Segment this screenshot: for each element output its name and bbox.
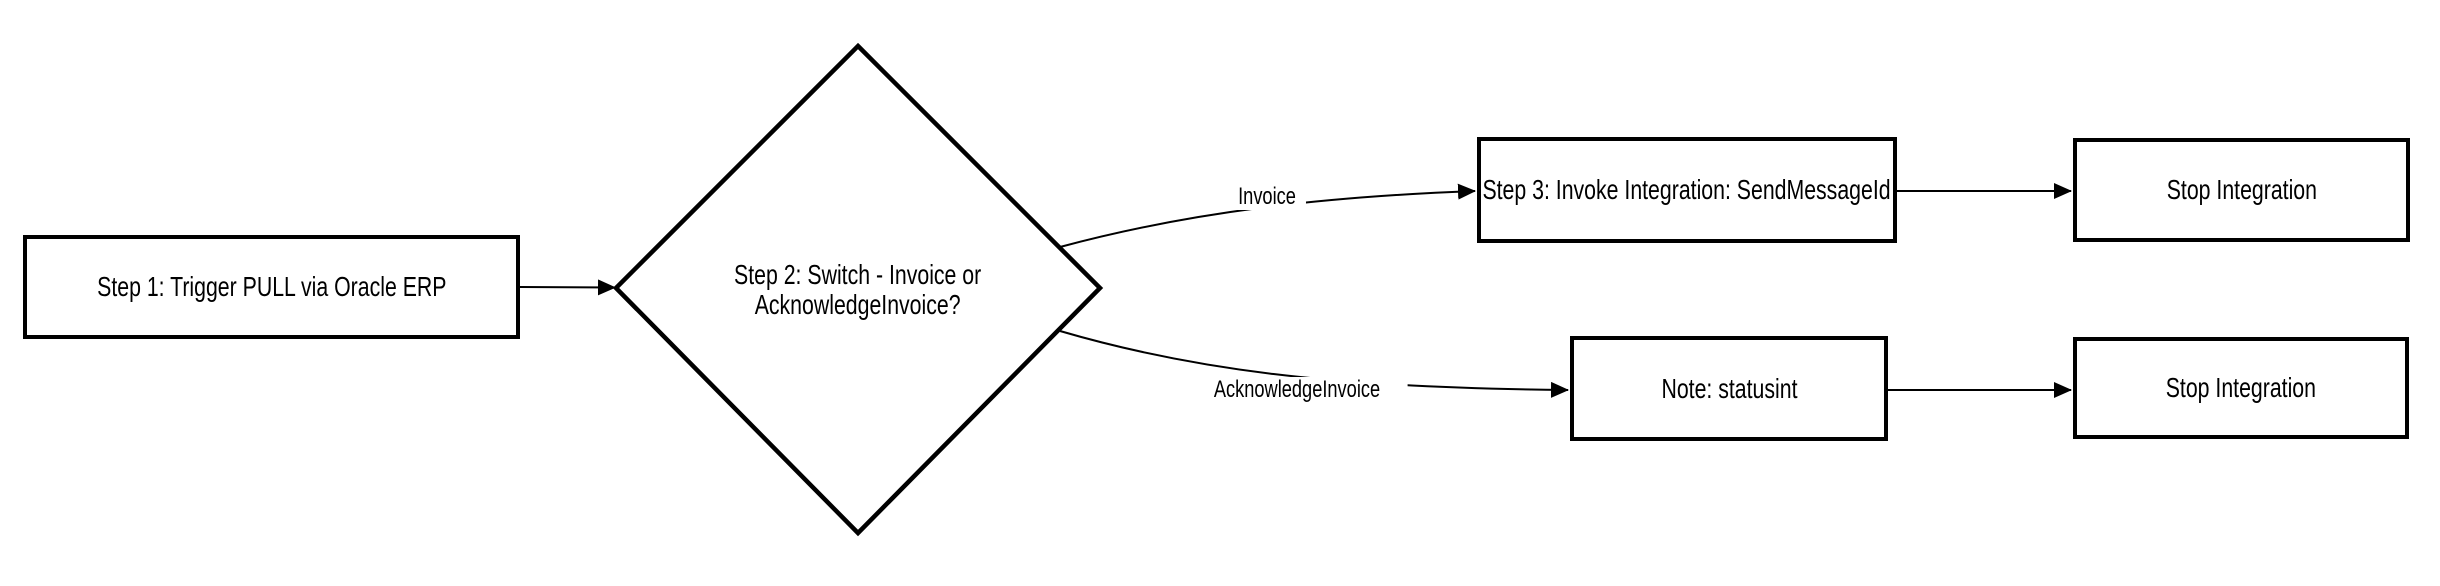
node-stop-integration-bottom: Stop Integration (2073, 337, 2409, 439)
node-stop-integration-top-label: Stop Integration (2166, 174, 2317, 205)
node-stop-integration-top: Stop Integration (2073, 138, 2410, 242)
node-step3-label: Step 3: Invoke Integration: SendMessageI… (1482, 174, 1892, 205)
node-step1-label: Step 1: Trigger PULL via Oracle ERP (96, 271, 447, 302)
decision-step2-label-text: Step 2: Switch - Invoice or AcknowledgeI… (734, 259, 982, 320)
decision-step2-label: Step 2: Switch - Invoice or AcknowledgeI… (628, 238, 1088, 342)
edge-step1-step2 (519, 279, 616, 296)
node-step3: Step 3: Invoke Integration: SendMessageI… (1477, 137, 1897, 243)
edge-label-acknowledgeinvoice-text: AcknowledgeInvoice (1213, 376, 1381, 403)
node-note-statusint-label: Note: statusint (1660, 372, 1798, 404)
decision-diamond-shape (612, 42, 1104, 537)
node-stop-integration-bottom-label: Stop Integration (2165, 372, 2317, 403)
node-step1: Step 1: Trigger PULL via Oracle ERP (23, 235, 520, 339)
edge-label-acknowledgeinvoice: AcknowledgeInvoice (1186, 376, 1408, 403)
node-note-statusint: Note: statusint (1570, 336, 1888, 441)
edge-step2-note (1059, 330, 1569, 398)
edge-label-invoice-text: Invoice (1238, 183, 1296, 210)
edge-label-invoice: Invoice (1227, 183, 1307, 210)
